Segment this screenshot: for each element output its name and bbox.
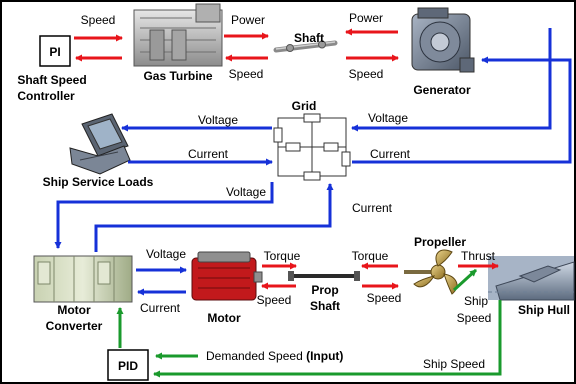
current-converter-to-grid-arrow	[94, 183, 334, 252]
speed-pi-turbine-label: Speed	[81, 13, 116, 27]
torque-motor-prop-label: Torque	[264, 249, 301, 263]
ship-speed-feedback-arrow	[153, 300, 502, 378]
ship-speed-label-line1: Ship	[464, 294, 488, 308]
grid-label: Grid	[292, 99, 317, 113]
shaft-label: Shaft	[294, 31, 324, 45]
speed-shaft-generator-label: Speed	[349, 67, 384, 81]
voltage-grid-to-converter-arrow	[54, 182, 274, 249]
current-grid-generator-label: Current	[370, 147, 411, 161]
motor-icon	[191, 251, 263, 301]
pid-controller: PID	[107, 349, 149, 381]
electrical-signals	[54, 28, 572, 296]
speed-propeller-prop-label: Speed	[367, 291, 402, 305]
thrust-label: Thrust	[461, 249, 496, 263]
ship-speed-to-propeller-arrow	[452, 268, 478, 292]
current-loads-grid-label: Current	[188, 147, 229, 161]
current-grid-to-generator-arrow	[352, 56, 572, 164]
prop-shaft-label-line2: Shaft	[310, 299, 340, 313]
grid-icon	[273, 113, 351, 181]
ship-service-loads-label: Ship Service Loads	[43, 175, 154, 189]
current-motor-converter-label: Current	[140, 301, 181, 315]
ship-hull-label: Ship Hull	[518, 303, 570, 317]
generator-label: Generator	[413, 83, 471, 97]
torque-prop-propeller-label: Torque	[352, 249, 389, 263]
power-turbine-shaft-label: Power	[231, 13, 265, 27]
voltage-grid-converter-label: Voltage	[226, 185, 266, 199]
voltage-generator-grid-label: Voltage	[368, 111, 408, 125]
prop-shaft-icon	[288, 271, 360, 281]
power-generator-shaft-label: Power	[349, 11, 383, 25]
propeller-label: Propeller	[414, 235, 466, 249]
propeller-icon	[404, 249, 458, 295]
voltage-converter-motor-label: Voltage	[146, 247, 186, 261]
ship-hull-icon	[488, 256, 575, 301]
ship-speed-label-line2: Speed	[457, 311, 492, 325]
pi-label: PI	[49, 45, 60, 59]
motor-converter-label-line1: Motor	[57, 303, 91, 317]
control-signals	[116, 268, 502, 378]
motor-converter-label-line2: Converter	[46, 319, 103, 333]
mechanical-signals	[74, 28, 499, 290]
shaft-icon	[273, 40, 338, 53]
gas-turbine-icon	[133, 3, 223, 67]
computer-terminal-icon	[69, 113, 131, 175]
voltage-grid-loads-label: Voltage	[198, 113, 238, 127]
speed-shaft-turbine-label: Speed	[229, 67, 264, 81]
motor-converter-icon	[33, 255, 133, 303]
speed-prop-motor-label: Speed	[257, 293, 292, 307]
gas-turbine-label: Gas Turbine	[143, 69, 212, 83]
ship-speed-feedback-label: Ship Speed	[423, 357, 485, 371]
demanded-speed-text: Demanded Speed	[206, 349, 303, 363]
motor-label: Motor	[207, 311, 241, 325]
generator-icon	[411, 7, 475, 73]
prop-shaft-label-line1: Prop	[311, 283, 338, 297]
shaft-speed-controller-label-line2: Controller	[17, 89, 75, 103]
demanded-speed-input-text: (Input)	[306, 349, 343, 363]
demanded-speed-label: Demanded Speed (Input)	[206, 349, 343, 363]
pi-controller: PI	[39, 35, 71, 67]
shaft-speed-controller-label-line1: Shaft Speed	[17, 73, 86, 87]
pid-label: PID	[118, 359, 138, 373]
current-converter-grid-label: Current	[352, 201, 393, 215]
